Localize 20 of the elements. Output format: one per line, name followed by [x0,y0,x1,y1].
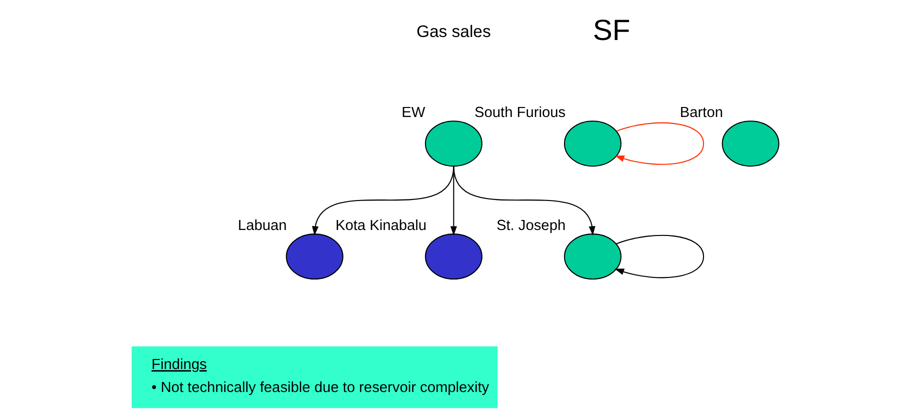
node-circle [564,234,622,280]
arrow [453,166,596,236]
node-circle [722,120,780,167]
arrow [450,166,457,236]
node-box: Findings • Not technically feasible due to reservoir complexity [132,346,498,408]
node-label: St. Joseph [496,218,566,234]
node-label: South Furious [474,105,566,122]
arrow [614,234,704,278]
arrow [614,122,704,165]
arrow [312,166,454,236]
label: SF [592,15,630,48]
node-label: Barton [680,105,723,122]
node-label: Labuan [238,218,287,234]
node-label: Kota Kinabalu [335,218,427,234]
label: Gas sales [416,22,491,41]
node-circle [286,234,344,280]
node-circle [424,120,482,167]
node-label: EW [402,105,426,122]
node-circle [564,120,622,167]
node-circle [424,234,482,280]
